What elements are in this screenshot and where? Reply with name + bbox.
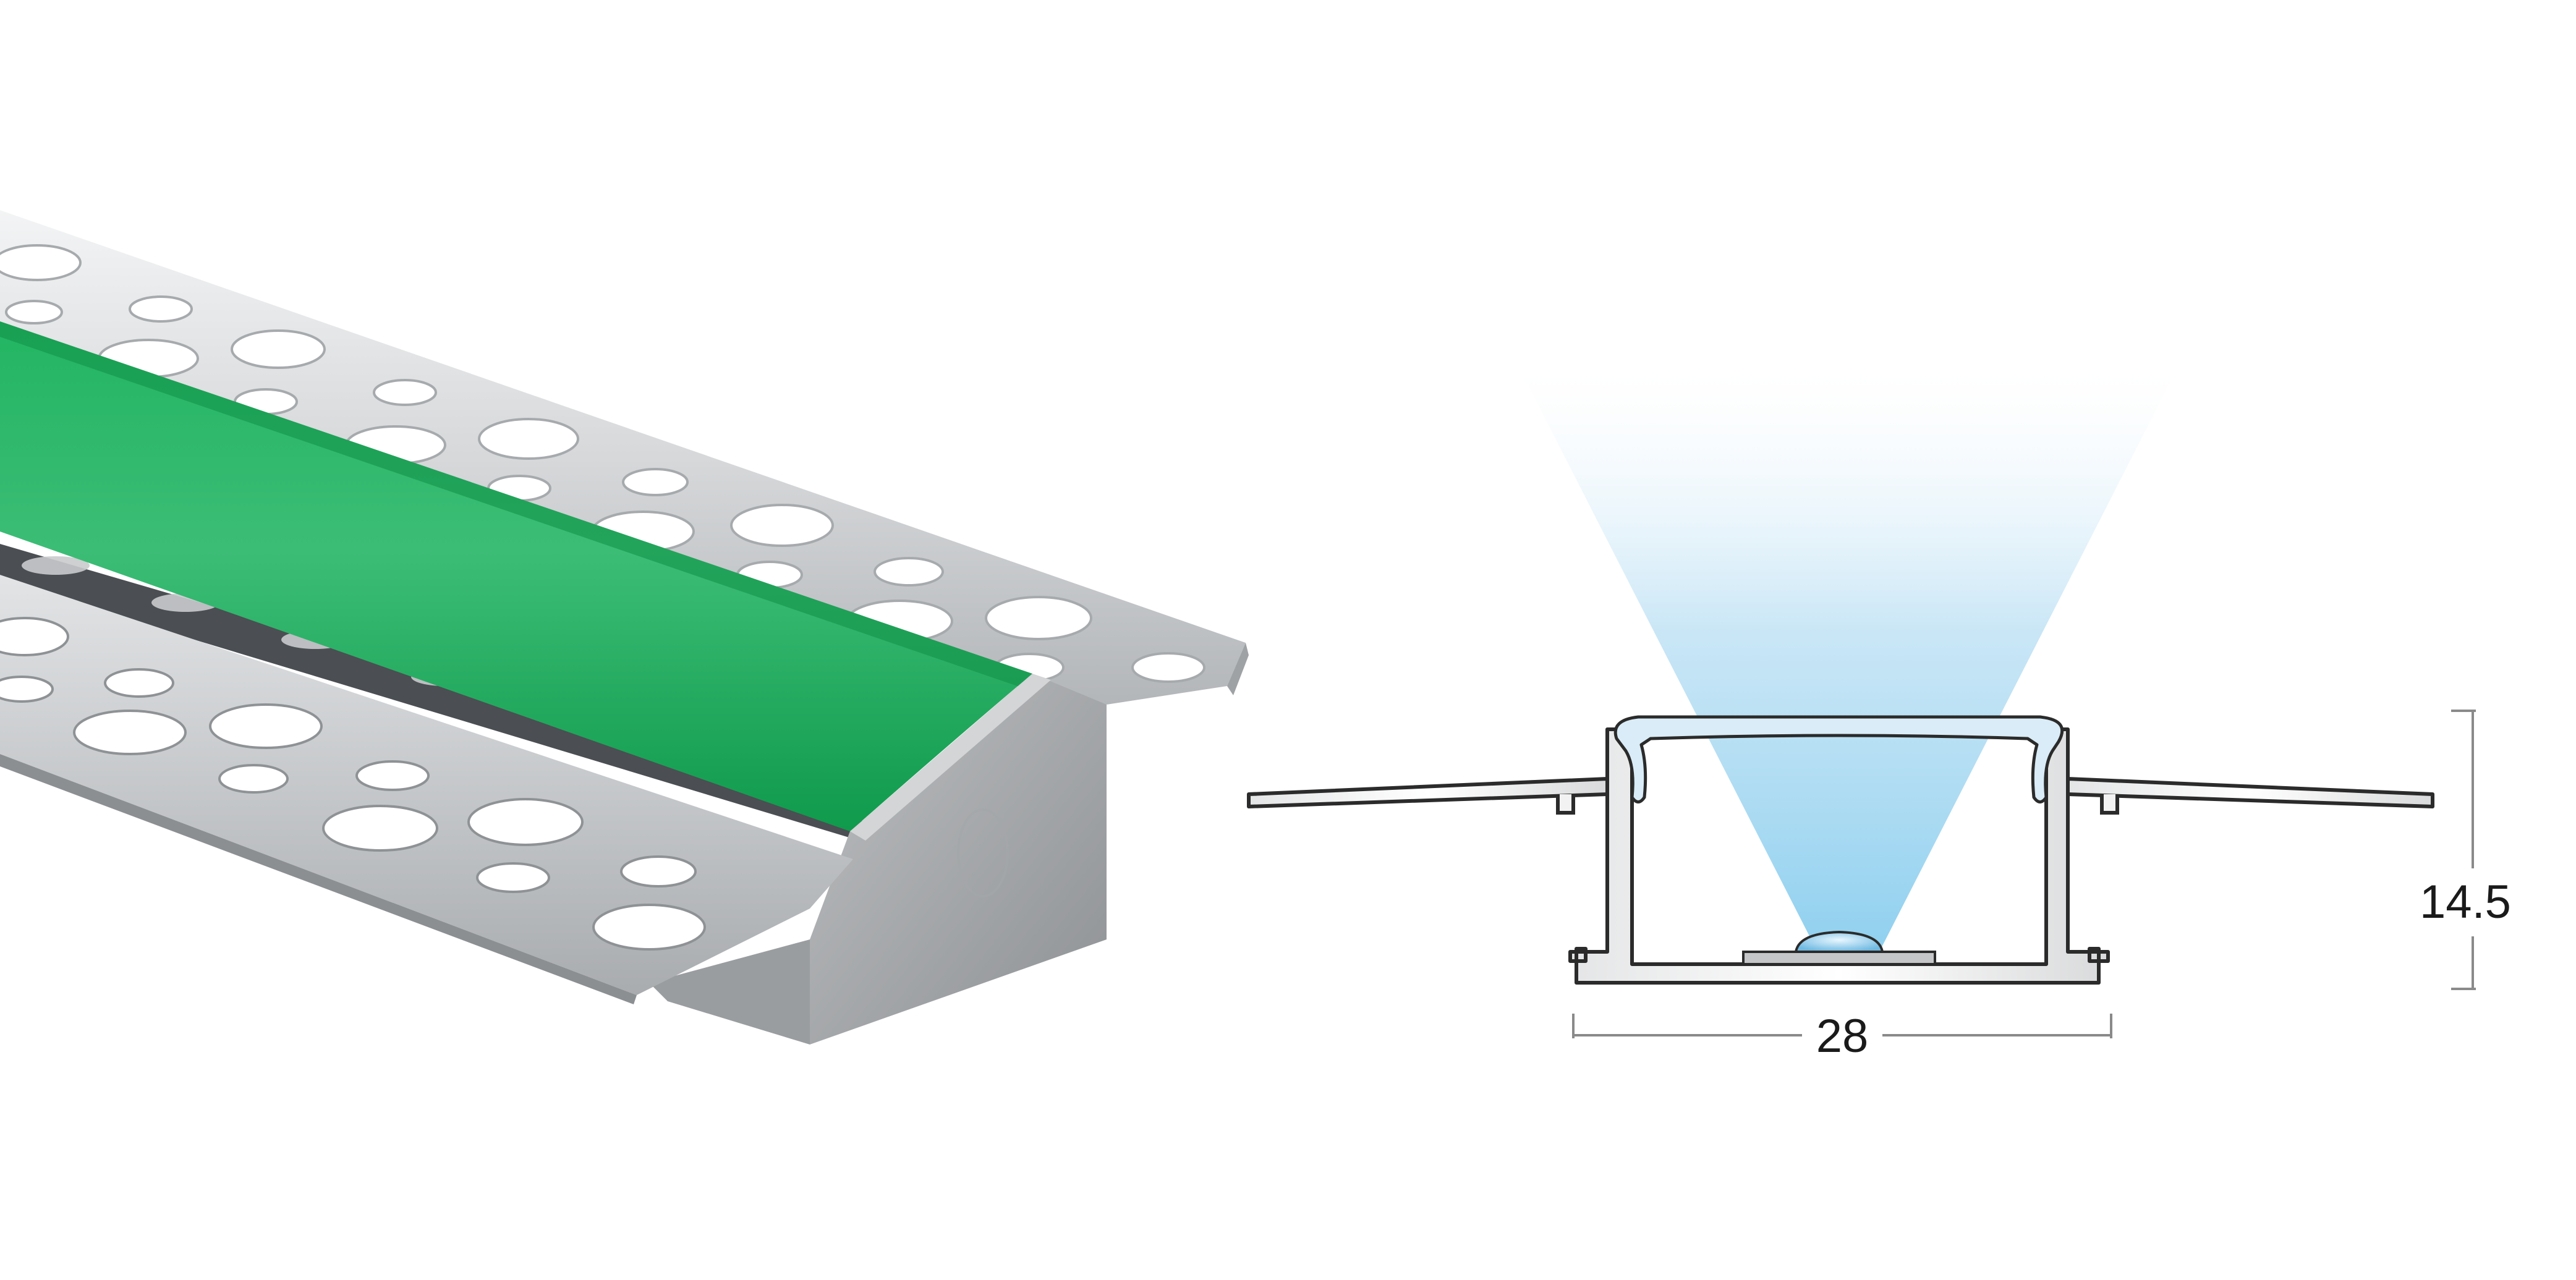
- width-dimension: [1572, 1014, 2112, 1038]
- lens-diffuser: [1613, 715, 2064, 803]
- green-diffuser: [0, 321, 1032, 831]
- led-chip: [1794, 930, 1884, 953]
- height-label: 14.5: [2420, 876, 2511, 928]
- right-wing: [2066, 777, 2434, 808]
- led-board: [1742, 951, 1936, 965]
- light-beam: [1521, 371, 2176, 952]
- height-dimension: [2451, 710, 2476, 990]
- left-wing: [1247, 777, 1609, 808]
- front-flange: [0, 575, 853, 995]
- profile-3d: [0, 210, 1249, 1045]
- width-label: 28: [1816, 1010, 1869, 1062]
- cross-section-diagram: 28 14.5: [1247, 371, 2511, 1062]
- front-flange-holes: [0, 617, 706, 951]
